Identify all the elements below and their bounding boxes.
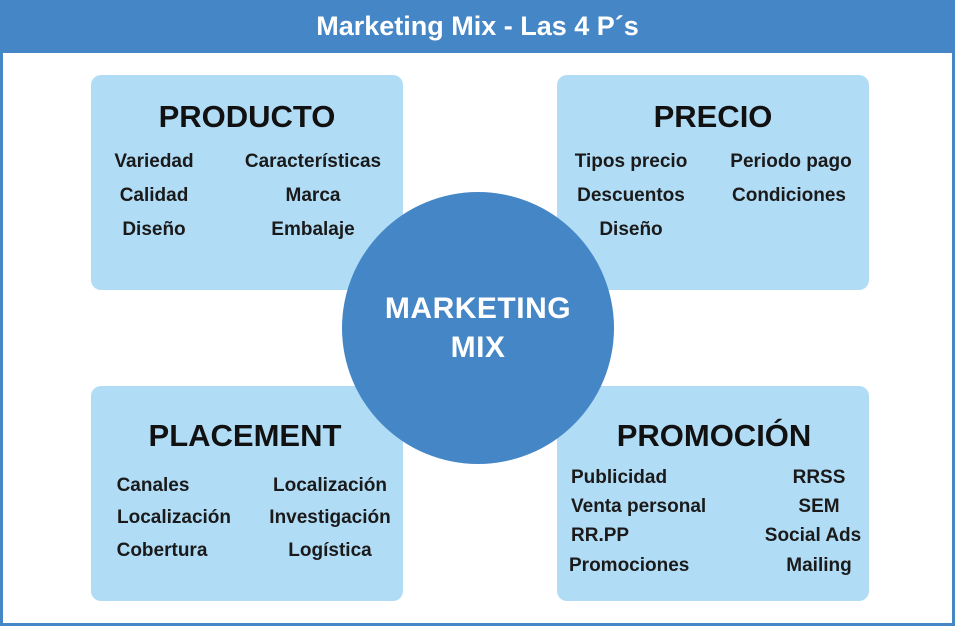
promocion-item: Publicidad [571,467,668,488]
producto-item: Características [244,151,382,172]
box-placement: PLACEMENT Canales Localización Cobertura… [91,386,403,601]
placement-item: Investigación [269,507,391,528]
placement-item: Localización [272,475,388,496]
producto-item: Diseño [122,219,186,240]
page-title: Marketing Mix - Las 4 P´s [0,0,955,53]
precio-item: Tipos precio [574,151,688,172]
promocion-item: RR.PP [571,525,630,546]
promocion-item: Mailing [786,555,852,576]
placement-item: Logística [288,540,372,561]
precio-item: Periodo pago [730,151,852,172]
producto-item: Marca [285,185,341,206]
box-precio-title: PRECIO [653,99,773,134]
box-placement-title: PLACEMENT [148,418,342,453]
center-circle: MARKETING MIX [342,192,614,464]
center-label-line2: MIX [450,331,506,364]
producto-item: Calidad [119,185,189,206]
placement-item: Cobertura [116,540,208,561]
box-producto-title: PRODUCTO [158,99,336,134]
box-promocion-title: PROMOCIÓN [616,418,812,453]
promocion-item: Social Ads [764,525,862,546]
box-producto: PRODUCTO Variedad Calidad Diseño Caracte… [91,75,403,290]
box-promocion: PROMOCIÓN Publicidad Venta personal RR.P… [557,386,869,601]
placement-item: Canales [116,475,190,496]
placement-item: Localización [116,507,232,528]
center-label: MARKETING MIX [385,289,571,367]
box-precio: PRECIO Tipos precio Descuentos Diseño Pe… [557,75,869,290]
precio-item: Diseño [599,219,663,240]
promocion-item: Promociones [569,555,690,576]
producto-item: Embalaje [271,219,355,240]
promocion-item: RRSS [792,467,846,488]
promocion-item: SEM [798,496,840,517]
center-label-line1: MARKETING [384,292,572,325]
precio-item: Descuentos [577,185,685,206]
promocion-item: Venta personal [571,496,707,517]
producto-item: Variedad [114,151,194,172]
precio-item: Condiciones [731,185,847,206]
